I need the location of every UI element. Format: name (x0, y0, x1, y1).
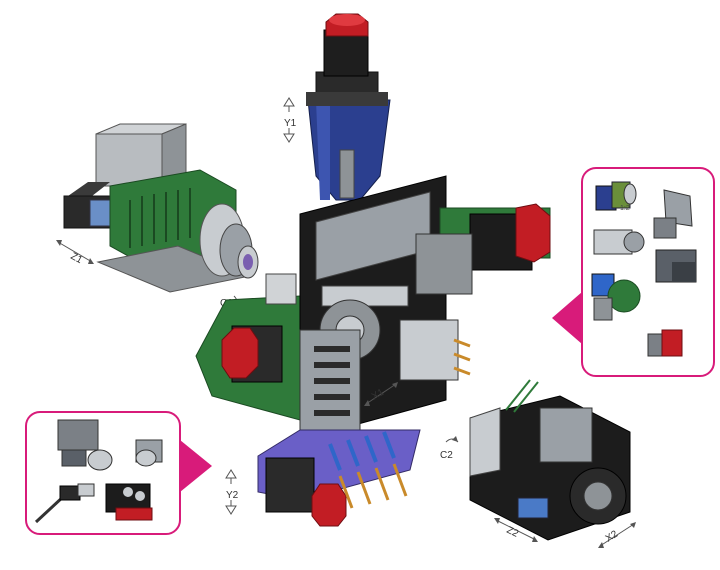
x2-axis-indicator: X2 (598, 522, 636, 548)
tool-gray-block (655, 249, 697, 283)
main-spindle-assembly (63, 123, 259, 293)
x1-axis-indicator: X1 (364, 382, 398, 406)
axis-label-x1: X1 (370, 387, 386, 403)
tool-red-black-holder (105, 483, 153, 521)
tool-red-small (647, 329, 683, 357)
vertical-column (306, 13, 391, 201)
axis-label-c2: C2 (440, 450, 453, 461)
tool-drill (34, 483, 95, 524)
left-callout-arrow (180, 440, 212, 492)
tool-ratio-label: 1:2 (620, 205, 630, 212)
axis-label-z1: Z1 (69, 251, 85, 266)
tool-square-block (593, 229, 645, 255)
c2-axis-indicator: C2 (440, 436, 459, 461)
z2-axis-indicator: Z2 (494, 518, 538, 542)
tool-gearbox-head (57, 419, 113, 471)
axis-label-y1: Y1 (284, 118, 297, 129)
main-frame (195, 175, 551, 441)
z1-axis-indicator: Z1 (56, 240, 94, 266)
y2-axis-indicator: Y2 (225, 469, 239, 515)
tool-dual-spindle: 1:2 (595, 181, 637, 212)
tool-blue-green (591, 273, 641, 321)
lower-tool-turret (257, 429, 421, 527)
left-callout-box (25, 411, 181, 535)
axis-label-y2: Y2 (226, 490, 239, 501)
y1-axis-indicator: Y1 (283, 97, 297, 143)
right-callout-arrow (552, 292, 582, 344)
axis-label-z2: Z2 (505, 525, 521, 540)
tool-angle-head (653, 189, 693, 239)
tool-live-holder (135, 439, 163, 467)
sub-spindle-assembly (469, 379, 631, 541)
